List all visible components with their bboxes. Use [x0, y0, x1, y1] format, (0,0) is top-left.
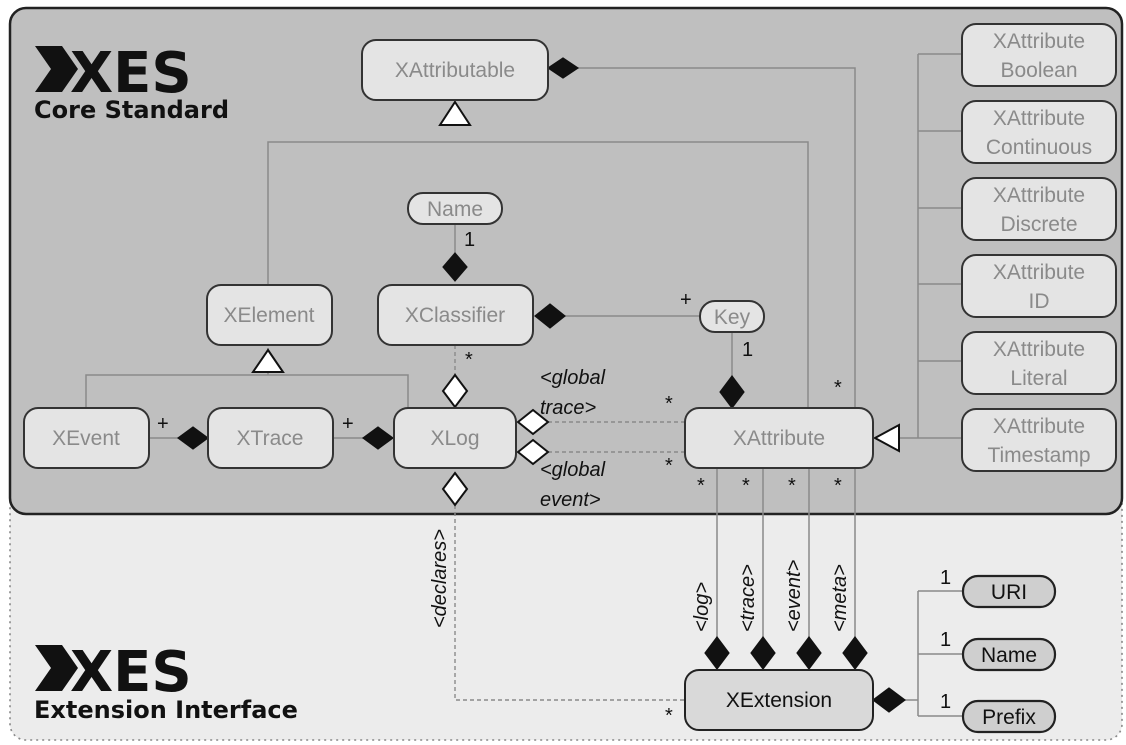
- role-label: event>: [540, 489, 601, 511]
- core-logo: XES Core Standard: [34, 41, 229, 124]
- multiplicity-label: *: [742, 475, 750, 497]
- multiplicity-label: *: [834, 475, 842, 497]
- multiplicity-label: *: [697, 475, 705, 497]
- class-key[interactable]: Key: [699, 300, 765, 333]
- connectors: [85, 53, 963, 717]
- multiplicities: 1 + 1 * + + * * * * * * * * 1 1 1: [157, 229, 951, 727]
- class-label: XElement: [223, 304, 314, 327]
- extension-logo-title: XES: [70, 640, 192, 705]
- generalization-triangle-icon: [251, 348, 285, 373]
- multiplicity-label: 1: [940, 567, 951, 589]
- composition-diamond-icon: [442, 252, 468, 282]
- core-logo-subtitle: Core Standard: [34, 96, 229, 124]
- role-label-meta: <meta>: [829, 564, 851, 632]
- generalization-triangle-icon: [872, 423, 900, 453]
- class-xattribute-literal[interactable]: XAttribute Literal: [961, 331, 1117, 395]
- class-label-line1: XAttribute: [993, 107, 1085, 130]
- class-name-core[interactable]: Name: [407, 192, 503, 225]
- class-label-line2: Literal: [1010, 367, 1067, 390]
- class-label: XAttributable: [395, 59, 515, 82]
- extension-logo: XES Extension Interface: [34, 640, 298, 724]
- class-label-line2: ID: [1029, 290, 1050, 313]
- role-labels: <global trace> <global event> <declares>…: [429, 367, 851, 632]
- composition-diamond-icon: [546, 57, 580, 79]
- class-xclassifier[interactable]: XClassifier: [377, 284, 534, 346]
- core-standard-panel: [8, 6, 1124, 516]
- multiplicity-label: *: [788, 475, 796, 497]
- association-markers: [176, 57, 906, 713]
- class-xelement[interactable]: XElement: [206, 284, 333, 346]
- class-xlog[interactable]: XLog: [393, 407, 517, 469]
- class-label: Prefix: [982, 706, 1036, 729]
- class-xattribute-timestamp[interactable]: XAttribute Timestamp: [961, 408, 1117, 472]
- class-label: Key: [714, 306, 751, 329]
- class-xattribute-boolean[interactable]: XAttribute Boolean: [961, 23, 1117, 87]
- class-name-ext[interactable]: Name: [961, 637, 1057, 672]
- class-label: XExtension: [726, 689, 832, 712]
- generalization-triangle-icon: [438, 100, 472, 126]
- multiplicity-label: 1: [940, 691, 951, 713]
- role-label-declares: <declares>: [429, 529, 451, 628]
- class-label-line2: Boolean: [1000, 59, 1077, 82]
- class-xattribute-id[interactable]: XAttribute ID: [961, 254, 1117, 318]
- class-label-line1: XAttribute: [993, 338, 1085, 361]
- class-label: Name: [981, 644, 1037, 667]
- class-xevent[interactable]: XEvent: [23, 407, 150, 469]
- xes-chevron-icon: [35, 645, 78, 691]
- multiplicity-label: +: [157, 413, 169, 435]
- multiplicity-label: +: [342, 413, 354, 435]
- class-label-line1: XAttribute: [993, 261, 1085, 284]
- multiplicity-label: *: [665, 455, 673, 477]
- role-label: trace>: [540, 397, 596, 419]
- class-xtrace[interactable]: XTrace: [207, 407, 334, 469]
- class-label-line1: XAttribute: [993, 30, 1085, 53]
- class-label: Name: [427, 198, 483, 221]
- aggregation-diamond-icon: [516, 408, 550, 436]
- class-label: XEvent: [52, 427, 120, 450]
- class-xattribute[interactable]: XAttribute: [684, 407, 874, 469]
- class-uri[interactable]: URI: [961, 574, 1057, 609]
- class-label: XClassifier: [405, 304, 505, 327]
- composition-diamond-icon: [534, 303, 566, 329]
- role-label-event: <event>: [783, 560, 805, 632]
- class-label-line2: Timestamp: [987, 444, 1090, 467]
- multiplicity-label: 1: [464, 229, 475, 251]
- extension-logo-subtitle: Extension Interface: [34, 696, 298, 724]
- multiplicity-label: *: [665, 705, 673, 727]
- class-label: URI: [991, 581, 1027, 604]
- multiplicity-label: *: [665, 393, 673, 415]
- aggregation-diamond-icon: [441, 471, 469, 507]
- class-label: XTrace: [237, 427, 304, 450]
- multiplicity-label: *: [465, 349, 473, 371]
- role-label-log: <log>: [691, 582, 713, 632]
- class-xextension[interactable]: XExtension: [684, 669, 874, 731]
- class-label-line2: Discrete: [1000, 213, 1077, 236]
- class-xattributable[interactable]: XAttributable: [361, 39, 549, 101]
- xes-chevron-icon: [35, 46, 78, 92]
- composition-diamond-icon: [872, 687, 906, 713]
- aggregation-diamond-icon: [516, 438, 550, 466]
- multiplicity-label: *: [834, 377, 842, 399]
- multiplicity-label: +: [680, 289, 692, 311]
- role-label: <global: [540, 367, 606, 389]
- core-logo-title: XES: [70, 41, 192, 106]
- role-label: <global: [540, 459, 606, 481]
- class-label: XLog: [430, 427, 479, 450]
- class-prefix[interactable]: Prefix: [961, 699, 1057, 734]
- class-xattribute-discrete[interactable]: XAttribute Discrete: [961, 177, 1117, 241]
- class-label: XAttribute: [733, 427, 825, 450]
- class-xattribute-continuous[interactable]: XAttribute Continuous: [961, 100, 1117, 164]
- class-label-line1: XAttribute: [993, 184, 1085, 207]
- class-label-line1: XAttribute: [993, 415, 1085, 438]
- multiplicity-label: 1: [742, 339, 753, 361]
- role-label-trace: <trace>: [737, 564, 759, 632]
- class-label-line2: Continuous: [986, 136, 1092, 159]
- multiplicity-label: 1: [940, 629, 951, 651]
